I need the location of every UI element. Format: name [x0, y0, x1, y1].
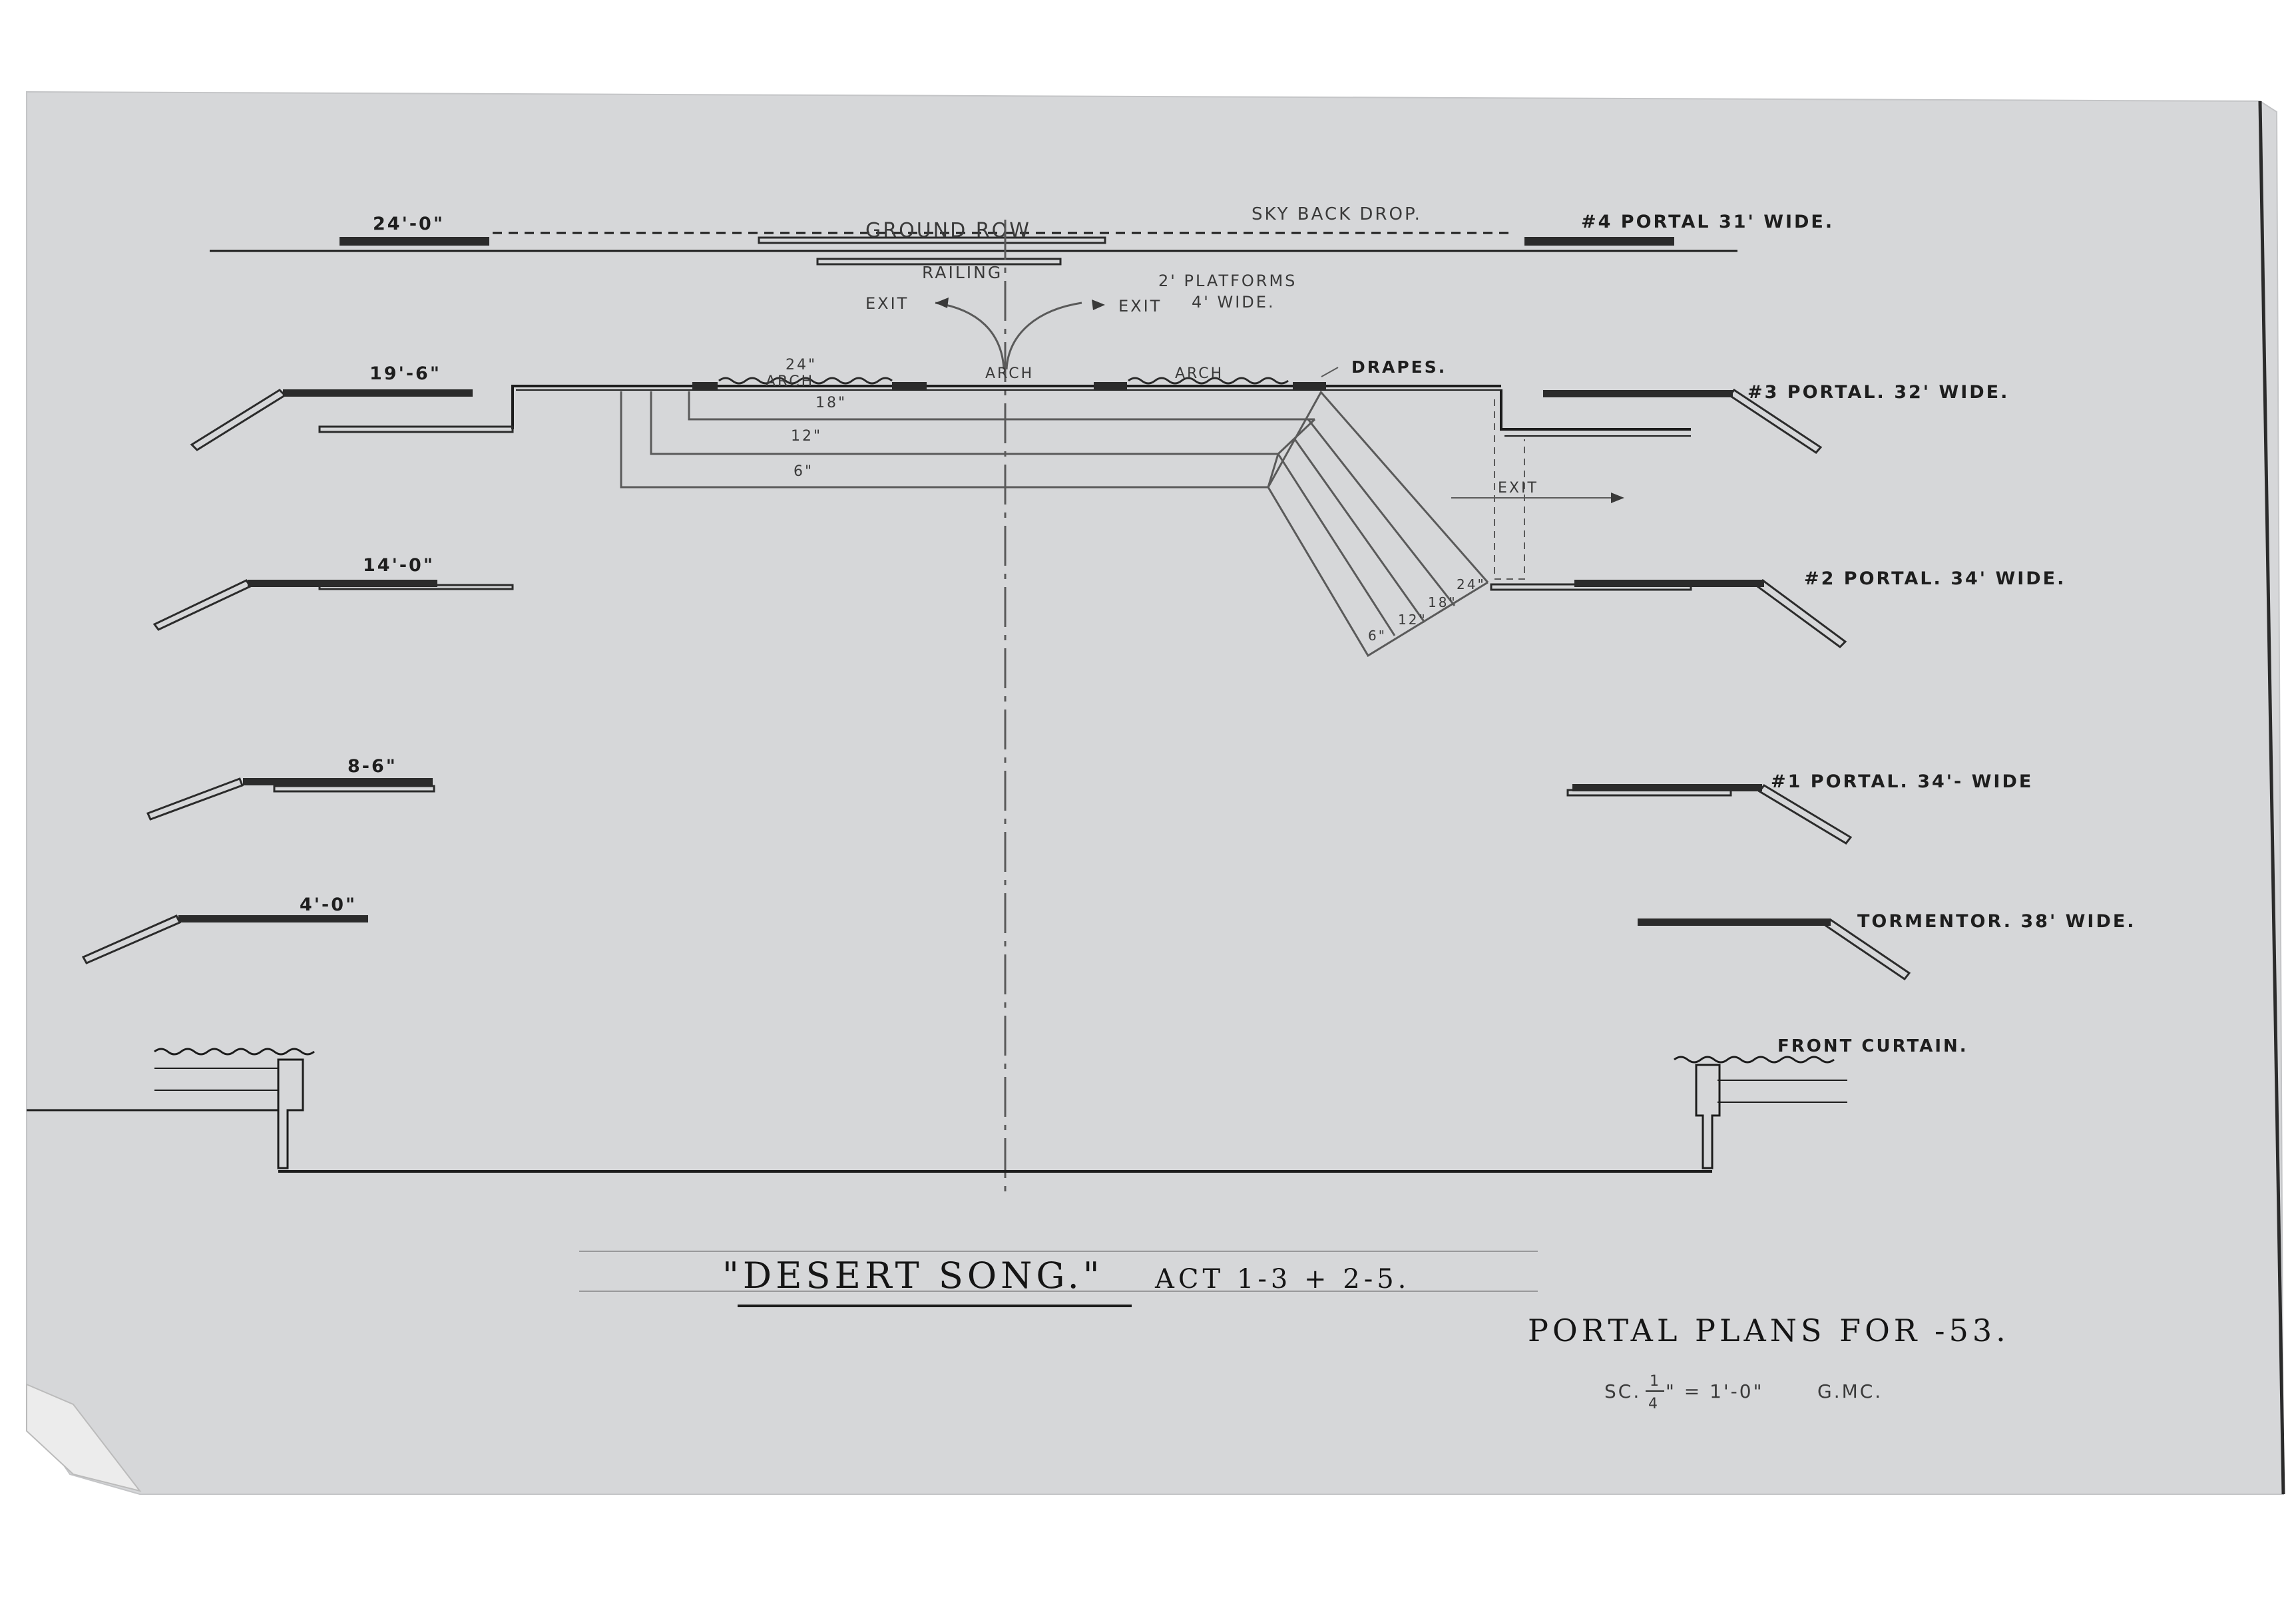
- ground-row-left-flat: [340, 237, 489, 246]
- left-dim-4: 4'-0": [300, 895, 357, 915]
- right-portal-1-flat: [1572, 784, 1762, 791]
- step-18-label: 18": [815, 395, 847, 411]
- left-tormentor-flat: [178, 915, 368, 922]
- paper-right-edge: [2258, 101, 2285, 1495]
- left-portal-2-flat: [248, 580, 437, 587]
- arch-right-label: ARCH: [1175, 365, 1224, 382]
- left-dim-1: 19'-6": [369, 363, 441, 384]
- right-portal-1-label: #1 PORTAL. 34'- WIDE: [1771, 771, 2033, 792]
- drawing-title: "DESERT SONG.": [722, 1255, 1104, 1297]
- diag-24-label: 24": [1457, 576, 1486, 592]
- scale-denominator: 4: [1648, 1396, 1660, 1412]
- portal-plans-label: PORTAL PLANS FOR -53.: [1528, 1313, 2010, 1348]
- portal-4-right-flat: [1524, 237, 1674, 246]
- ground-row-width-label: 24'-0": [373, 214, 445, 234]
- paper-curl: [26, 1383, 142, 1492]
- left-portals: 19'-6" 14'-0" 8-6" 4'-0": [81, 363, 514, 964]
- scale-numerator: 1: [1650, 1373, 1661, 1390]
- center-exits: EXIT EXIT: [865, 294, 1162, 370]
- right-tormentor-flat: [1638, 918, 1831, 926]
- scale-prefix: SC.: [1604, 1380, 1641, 1402]
- left-portal-3-flat: [283, 389, 473, 397]
- right-portal-3-label: #3 PORTAL. 32' WIDE.: [1747, 382, 2009, 403]
- diag-12-label: 12": [1398, 612, 1427, 628]
- platforms-label-1: 2' PLATFORMS: [1158, 272, 1297, 290]
- proscenium-group: FRONT CURTAIN.: [27, 1036, 1968, 1173]
- drapes-label: DRAPES.: [1351, 357, 1447, 377]
- side-exit-label: EXIT: [1498, 480, 1538, 497]
- exit-left-label: EXIT: [865, 294, 909, 313]
- exit-right-label: EXIT: [1118, 297, 1162, 315]
- title-block: "DESERT SONG." ACT 1-3 + 2-5. PORTAL PLA…: [579, 1251, 2010, 1412]
- arch-center-label: ARCH: [985, 365, 1034, 382]
- right-portals: #3 PORTAL. 32' WIDE. #2 PORTAL. 34' WIDE…: [1490, 212, 2136, 981]
- left-dim-2: 14'-0": [363, 555, 435, 576]
- left-dim-3: 8-6": [347, 756, 397, 777]
- right-portal-3-flat: [1543, 390, 1733, 397]
- right-portal-2-label: #2 PORTAL. 34' WIDE.: [1804, 568, 2066, 589]
- left-portal-1-flat: [243, 778, 433, 785]
- sky-back-drop-label: SKY BACK DROP.: [1252, 204, 1422, 224]
- step-6-label: 6": [794, 463, 813, 480]
- ground-row-label: GROUND ROW: [865, 219, 1031, 242]
- act-label: ACT 1-3 + 2-5.: [1154, 1264, 1410, 1295]
- diag-6-label: 6": [1368, 628, 1387, 644]
- front-curtain-label: FRONT CURTAIN.: [1777, 1036, 1968, 1056]
- arch-wall-group: ARCH 24" ARCH ARCH DRAPES. 18" 12" 6" 6"…: [511, 357, 1624, 658]
- ground-row-piece: [758, 236, 1106, 244]
- step-12-label: 12": [791, 428, 822, 445]
- right-portal-4-label: #4 PORTAL 31' WIDE.: [1581, 212, 1834, 232]
- railing-label: RAILING: [922, 263, 1003, 282]
- scale-suffix: " = 1'-0": [1666, 1380, 1763, 1402]
- initials: G.MC.: [1817, 1380, 1883, 1402]
- diag-18-label: 18": [1428, 594, 1457, 610]
- railing-line: [816, 258, 1062, 266]
- platforms-label-2: 4' WIDE.: [1192, 293, 1275, 311]
- upstage-group: 24'-0" GROUND ROW SKY BACK DROP. RAILING…: [210, 204, 1737, 311]
- arch-left-label: ARCH: [766, 373, 814, 390]
- tormentor-label: TORMENTOR. 38' WIDE.: [1857, 911, 2136, 932]
- arch-left-size-label: 24": [786, 357, 817, 373]
